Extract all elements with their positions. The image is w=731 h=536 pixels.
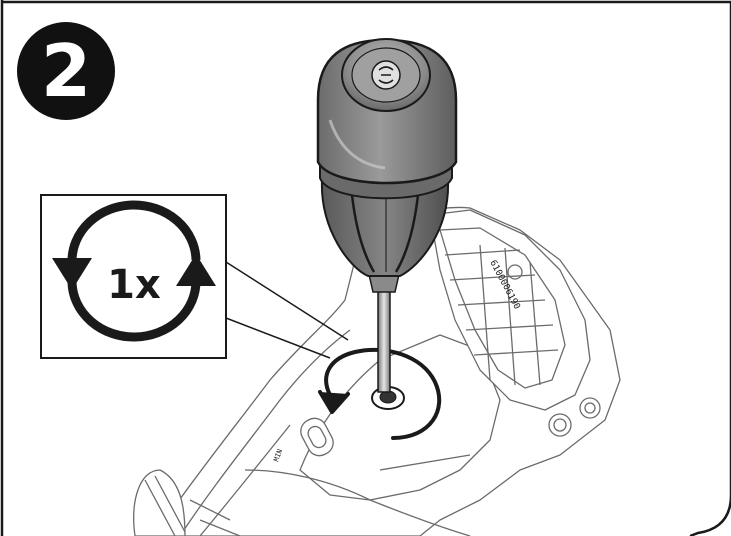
device-housing [133,206,621,536]
step-badge: 2 [17,22,115,120]
screwdriver-icon [316,38,458,393]
rotation-multiplier-text: 1x [107,262,161,308]
step-number: 2 [41,29,91,113]
side-marking-label: MIN [272,448,284,463]
rotate-cycle-icon [52,200,216,342]
callout-lines [225,261,349,359]
counterclockwise-arrow-icon [318,347,442,440]
